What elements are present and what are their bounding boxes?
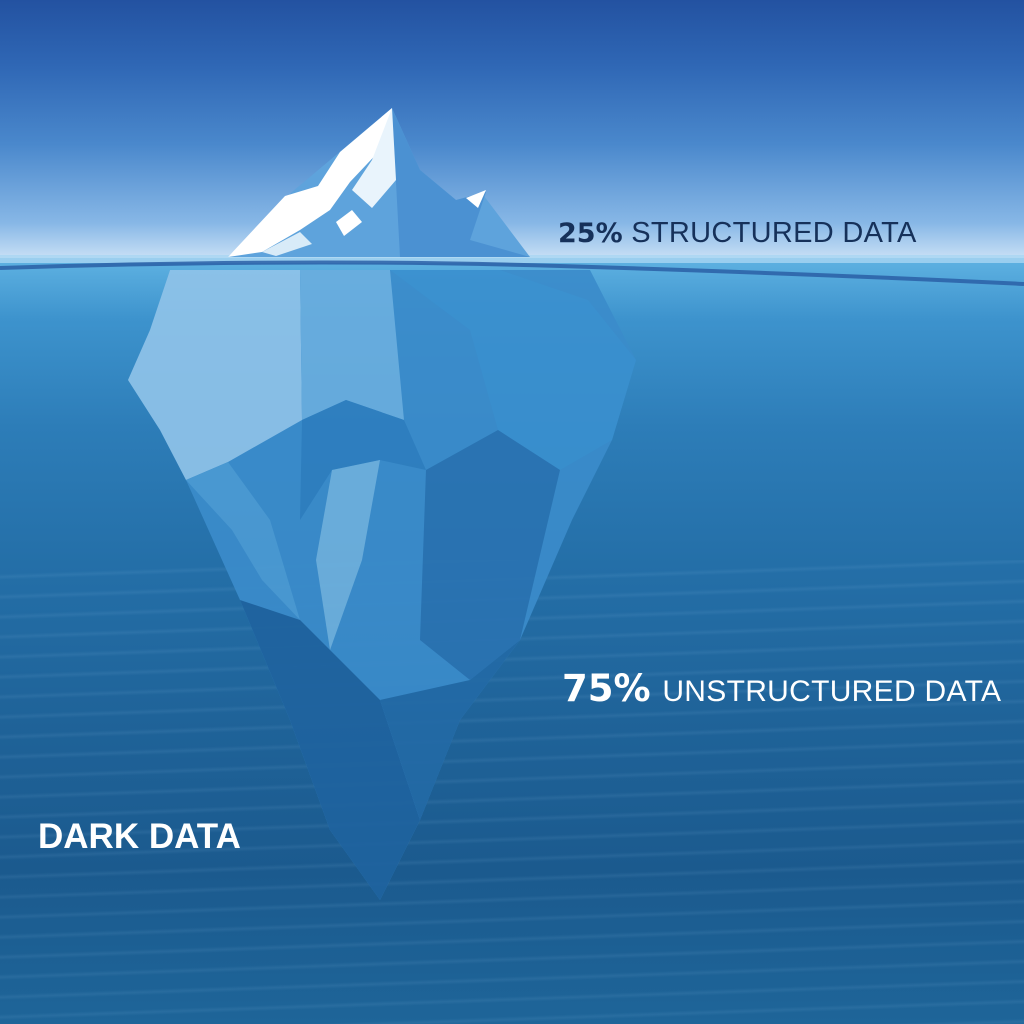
structured-text: STRUCTURED DATA bbox=[631, 217, 917, 249]
iceberg-tip bbox=[228, 108, 530, 257]
iceberg-underwater bbox=[128, 270, 636, 900]
sky-background bbox=[0, 0, 1024, 262]
structured-data-label: 25% STRUCTURED DATA bbox=[558, 217, 917, 250]
unstructured-text: UNSTRUCTURED DATA bbox=[662, 675, 1002, 708]
unstructured-percent: 75% bbox=[562, 667, 651, 710]
unstructured-data-label: 75% UNSTRUCTURED DATA bbox=[562, 667, 1001, 710]
dark-data-label: DARK DATA bbox=[38, 817, 241, 856]
structured-percent: 25% bbox=[558, 218, 623, 249]
